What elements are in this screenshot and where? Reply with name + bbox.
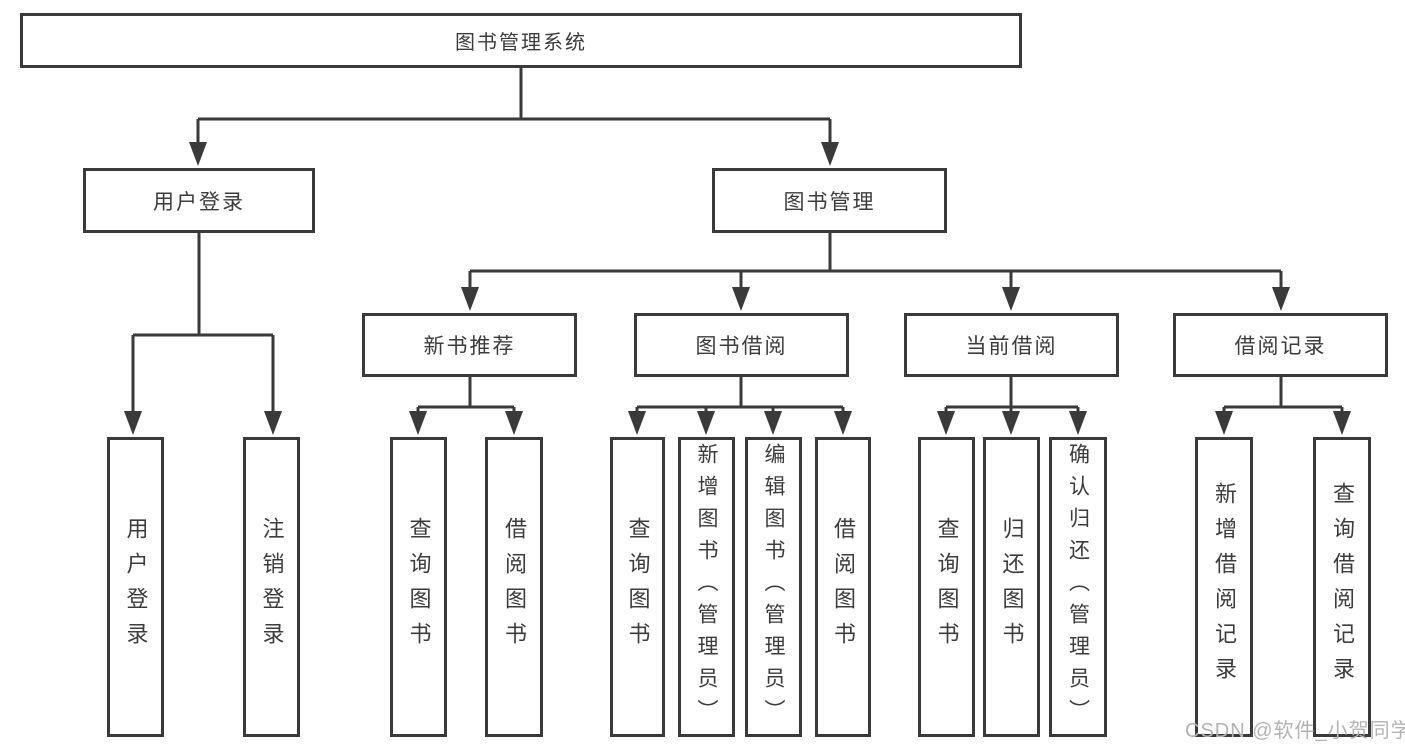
leaf-logout: 注销登录 — [243, 437, 300, 737]
arrowhead — [409, 411, 427, 435]
leaf-user-login: 用户登录 — [107, 437, 164, 737]
connector-new-book-recommend-to-children — [416, 377, 516, 417]
arrowhead — [1002, 287, 1020, 311]
leaf-query-books-current: 查询图书 — [918, 437, 975, 737]
leaf-query-borrow-record: 查询借阅记录 — [1313, 437, 1371, 737]
arrowhead — [697, 411, 715, 435]
leaf-confirm-return-admin: 确认归还（管理员） — [1049, 437, 1107, 737]
arrowhead — [628, 411, 646, 435]
arrowhead — [764, 411, 782, 435]
connector-lines — [131, 68, 1344, 417]
leaf-add-borrow-record: 新增借阅记录 — [1195, 437, 1253, 737]
connector-book-borrowing-to-children — [635, 377, 845, 417]
arrowhead — [505, 411, 523, 435]
arrowhead — [821, 142, 839, 166]
node-current-borrowing: 当前借阅 — [904, 313, 1119, 377]
leaf-query-books-borrowing: 查询图书 — [610, 437, 665, 737]
arrowhead — [1333, 411, 1351, 435]
arrowhead — [732, 287, 750, 311]
connector-borrowing-records-to-children — [1222, 377, 1344, 417]
arrowhead — [461, 287, 479, 311]
watermark: CSDN @软件_小贺同学 — [1185, 720, 1405, 742]
arrowhead — [937, 411, 955, 435]
node-borrowing-records: 借阅记录 — [1173, 313, 1388, 377]
node-new-book-recommend: 新书推荐 — [362, 313, 577, 377]
arrowhead — [1272, 287, 1290, 311]
connector-user-login-to-children — [131, 233, 275, 417]
arrowhead — [1069, 411, 1087, 435]
arrowhead — [264, 411, 282, 435]
leaf-add-books-admin: 新增图书（管理员） — [678, 437, 735, 737]
arrowhead — [834, 411, 852, 435]
leaf-return-books: 归还图书 — [983, 437, 1040, 737]
node-book-management: 图书管理 — [712, 168, 947, 233]
arrowhead — [189, 142, 207, 166]
leaf-borrow-books-borrowing: 借阅图书 — [815, 437, 871, 737]
node-user-login: 用户登录 — [83, 168, 315, 233]
leaf-query-books-recommend: 查询图书 — [390, 437, 447, 737]
leaf-edit-books-admin: 编辑图书（管理员） — [745, 437, 802, 737]
arrowheads — [124, 142, 1351, 435]
node-root-system: 图书管理系统 — [20, 13, 1022, 68]
arrowhead — [124, 411, 142, 435]
connector-root-to-level2 — [196, 68, 832, 147]
node-book-borrowing: 图书借阅 — [634, 313, 849, 377]
arrowhead — [1215, 411, 1233, 435]
connector-book-management-to-level3 — [468, 233, 1283, 293]
leaf-borrow-books-recommend: 借阅图书 — [485, 437, 543, 737]
arrowhead — [1002, 411, 1020, 435]
